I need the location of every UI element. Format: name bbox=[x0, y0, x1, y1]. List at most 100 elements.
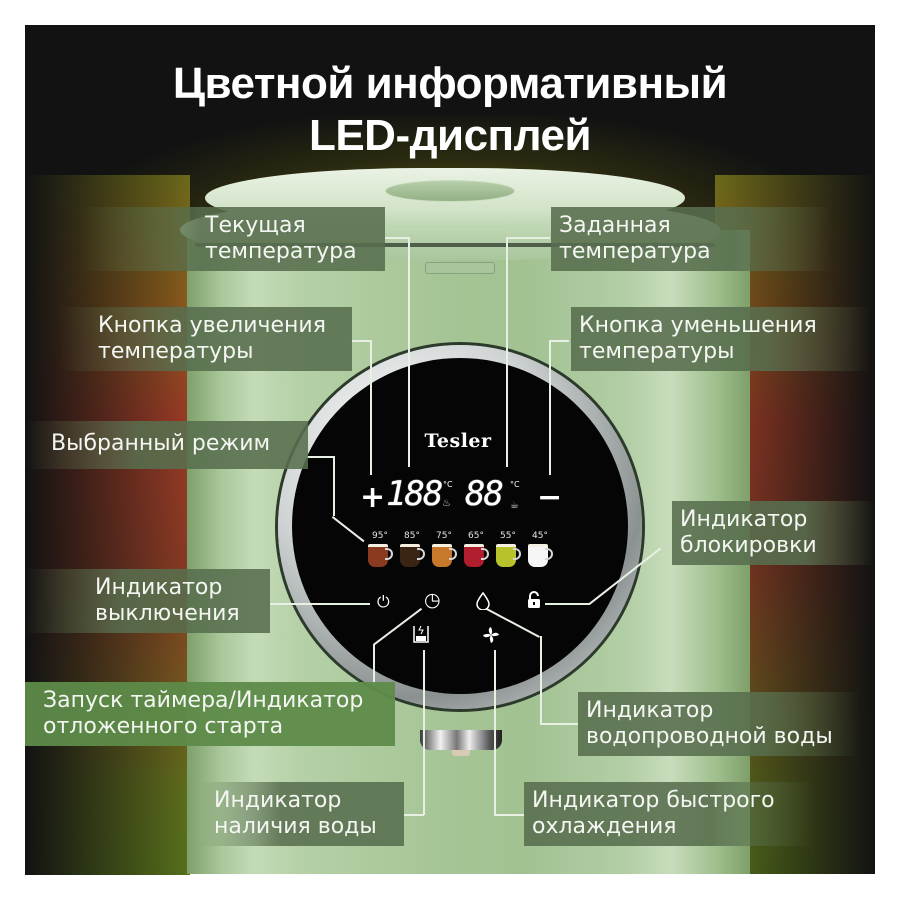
water-spout bbox=[420, 730, 502, 750]
label-line: Заданная bbox=[559, 213, 671, 238]
cup-handle bbox=[513, 548, 521, 560]
lid-release-knob bbox=[385, 180, 515, 202]
water-drop-icon bbox=[476, 591, 490, 613]
cup-icon bbox=[528, 544, 548, 567]
label-line: Запуск таймера/Индикатор bbox=[43, 688, 364, 713]
label-tap-water-indicator: Индикатор водопроводной воды bbox=[578, 692, 860, 756]
label-line: отложенного старта bbox=[43, 714, 284, 739]
leader-off bbox=[270, 603, 370, 605]
label-selected-mode: Выбранный режим bbox=[25, 421, 308, 469]
increase-temperature-button[interactable]: + bbox=[360, 480, 386, 515]
label-line: температура bbox=[559, 239, 711, 264]
title-line-2: LED-дисплей bbox=[308, 111, 592, 160]
label-current-temperature: Текущая температура bbox=[80, 207, 385, 271]
mode-55[interactable]: 55° bbox=[493, 530, 523, 572]
label-line: Кнопка увеличения bbox=[98, 313, 326, 338]
leader-tap-water bbox=[540, 723, 578, 725]
cup-handle bbox=[481, 548, 489, 560]
cup-handle bbox=[545, 548, 553, 560]
label-line: Индикатор bbox=[95, 575, 223, 600]
current-temperature-readout: 188 bbox=[386, 474, 443, 514]
target-temp-unit: °C bbox=[510, 480, 520, 489]
leader-decrease bbox=[549, 340, 569, 342]
label-off-indicator: Индикатор выключения bbox=[25, 569, 270, 633]
label-line: температуры bbox=[98, 339, 254, 364]
background-glow-left bbox=[25, 175, 190, 875]
label-line: наличия воды bbox=[214, 814, 377, 839]
mode-temp-label: 45° bbox=[532, 531, 548, 541]
leader-target-temp bbox=[506, 237, 550, 239]
label-line: водопроводной воды bbox=[586, 724, 833, 749]
leader-selected-mode bbox=[306, 456, 334, 458]
led-display bbox=[292, 358, 628, 694]
cup-icon bbox=[464, 544, 484, 567]
label-line: температура bbox=[205, 239, 357, 264]
fast-cooling-fan-icon bbox=[482, 626, 500, 647]
label-line: Индикатор bbox=[214, 788, 342, 813]
label-target-temperature: Заданная температура bbox=[551, 207, 831, 271]
leader-increase bbox=[370, 340, 372, 475]
mode-temp-label: 85° bbox=[404, 531, 420, 541]
cup-mini-icon: ☕ bbox=[510, 500, 519, 511]
leader-timer bbox=[373, 644, 375, 686]
leader-current-temp bbox=[408, 237, 410, 467]
leader-current-temp bbox=[385, 237, 409, 239]
brand-logo: Tesler bbox=[424, 430, 492, 452]
water-level-icon bbox=[413, 624, 429, 647]
label-line: охлаждения bbox=[532, 814, 677, 839]
cup-icon bbox=[400, 544, 420, 567]
label-line: выключения bbox=[95, 601, 240, 626]
label-line: Кнопка уменьшения bbox=[579, 313, 817, 338]
cup-handle bbox=[449, 548, 457, 560]
label-line: Индикатор быстрого bbox=[532, 788, 775, 813]
lid-seam bbox=[195, 243, 715, 247]
mode-temp-label: 65° bbox=[468, 531, 484, 541]
label-timer-start: Запуск таймера/Индикатор отложенного ста… bbox=[25, 682, 395, 746]
mode-selector: 95° 85° 75° 65° 55° 45° bbox=[365, 530, 565, 572]
power-icon[interactable]: ⏻ bbox=[377, 592, 390, 611]
leader-target-temp bbox=[506, 237, 508, 467]
current-temp-unit: °C bbox=[443, 480, 453, 489]
leader-lock bbox=[545, 603, 590, 605]
label-increase-button: Кнопка увеличения температуры bbox=[60, 307, 352, 371]
title-line-1: Цветной информативный bbox=[172, 59, 728, 108]
leader-fast-cooling bbox=[494, 650, 496, 815]
label-lock-indicator: Индикатор блокировки bbox=[672, 501, 875, 565]
decrease-temperature-button[interactable]: − bbox=[537, 480, 563, 515]
label-line: Выбранный режим bbox=[51, 431, 271, 456]
label-line: Индикатор bbox=[586, 698, 714, 723]
label-line: температуры bbox=[579, 339, 735, 364]
lid-open-button[interactable] bbox=[425, 262, 495, 274]
timer-icon[interactable]: ◷ bbox=[424, 589, 441, 611]
mode-85[interactable]: 85° bbox=[397, 530, 427, 572]
mode-temp-label: 55° bbox=[500, 531, 516, 541]
cup-icon bbox=[496, 544, 516, 567]
spout-tip bbox=[452, 750, 470, 756]
label-line: Индикатор bbox=[680, 507, 808, 532]
leader-selected-mode bbox=[333, 456, 335, 516]
leader-fast-cooling bbox=[494, 814, 524, 816]
mode-temp-label: 95° bbox=[372, 531, 388, 541]
mode-65[interactable]: 65° bbox=[461, 530, 491, 572]
leader-increase bbox=[350, 340, 370, 342]
mode-95[interactable]: 95° bbox=[365, 530, 395, 572]
mode-temp-label: 75° bbox=[436, 531, 452, 541]
leader-water-presence bbox=[423, 650, 425, 815]
mode-45[interactable]: 45° bbox=[525, 530, 555, 572]
leader-tap-water bbox=[540, 636, 542, 724]
mode-75[interactable]: 75° bbox=[429, 530, 459, 572]
page-title: Цветной информативный LED-дисплей bbox=[25, 58, 875, 162]
cup-handle bbox=[417, 548, 425, 560]
label-water-presence-indicator: Индикатор наличия воды bbox=[200, 782, 404, 846]
lock-icon[interactable] bbox=[527, 591, 541, 612]
kettle-mini-icon: ♨ bbox=[442, 498, 451, 509]
target-temperature-readout: 88 bbox=[465, 474, 504, 514]
leader-water-presence bbox=[404, 814, 424, 816]
label-fast-cooling-indicator: Индикатор быстрого охлаждения bbox=[524, 782, 814, 846]
cup-icon bbox=[368, 544, 388, 567]
cup-handle bbox=[385, 548, 393, 560]
cup-icon bbox=[432, 544, 452, 567]
leader-decrease bbox=[549, 340, 551, 475]
label-decrease-button: Кнопка уменьшения температуры bbox=[571, 307, 871, 371]
label-line: Текущая bbox=[205, 213, 306, 238]
